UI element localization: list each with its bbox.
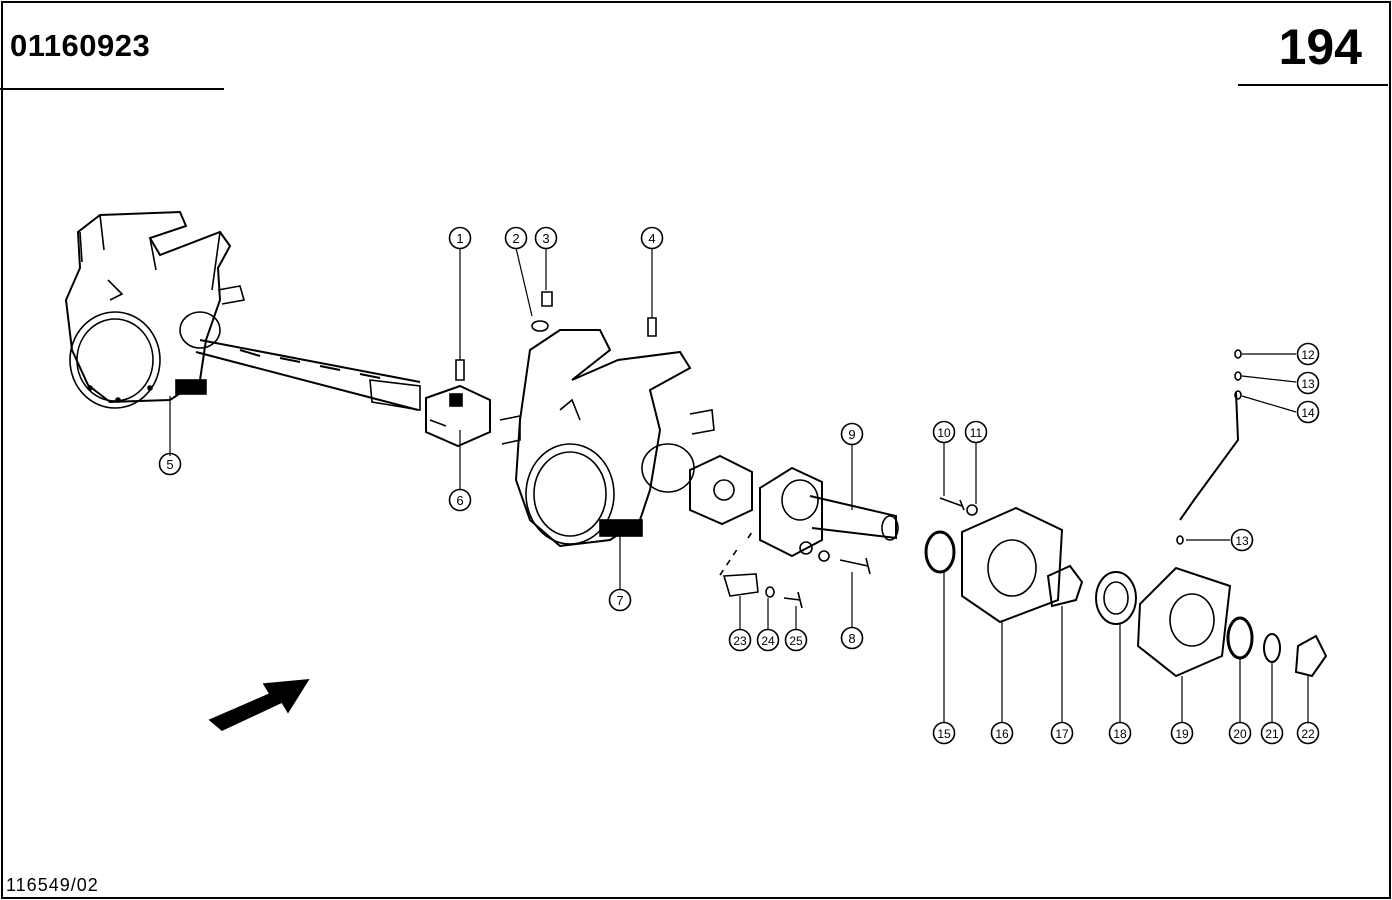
callout-9: 9: [840, 422, 864, 446]
svg-text:12: 12: [1301, 348, 1315, 362]
callout-23: 23: [728, 628, 752, 652]
part-number: 01160923: [10, 28, 151, 63]
callout-12: 12: [1296, 342, 1320, 366]
callout-19: 19: [1170, 721, 1194, 745]
svg-text:7: 7: [616, 593, 623, 608]
output-shaft-drawing: [689, 454, 899, 558]
callout-4: 4: [640, 226, 664, 250]
callout-21: 21: [1260, 721, 1284, 745]
svg-text:22: 22: [1301, 727, 1315, 741]
callout-22: 22: [1296, 721, 1320, 745]
svg-text:21: 21: [1265, 727, 1279, 741]
callout-25: 25: [784, 628, 808, 652]
svg-text:8: 8: [848, 631, 855, 646]
callout-7: 7: [608, 588, 632, 612]
callout-1: 1: [448, 226, 472, 250]
callout-5: 5: [158, 452, 182, 476]
svg-text:11: 11: [970, 426, 983, 440]
gearbox-left-drawing: [64, 210, 246, 409]
callout-markers: 1 2 3 4 5 6 7 8 9 10 11 12 13 14 13 15 1…: [158, 226, 1320, 745]
header-left-rule: [0, 88, 224, 90]
svg-text:13: 13: [1235, 534, 1249, 548]
callout-10: 10: [932, 420, 956, 444]
svg-text:5: 5: [166, 457, 173, 472]
svg-text:6: 6: [456, 493, 463, 508]
svg-text:25: 25: [789, 634, 803, 648]
svg-text:17: 17: [1055, 727, 1069, 741]
callout-2: 2: [504, 226, 528, 250]
callout-8: 8: [840, 626, 864, 650]
svg-text:18: 18: [1113, 727, 1127, 741]
callout-14: 14: [1296, 400, 1320, 424]
callout-16: 16: [990, 721, 1014, 745]
svg-text:2: 2: [512, 231, 519, 246]
seal-ring-15: [924, 530, 956, 574]
callout-11: 11: [964, 420, 988, 444]
svg-text:23: 23: [733, 634, 747, 648]
svg-text:16: 16: [995, 727, 1009, 741]
callout-15: 15: [932, 721, 956, 745]
direction-arrow: [208, 679, 310, 731]
svg-text:24: 24: [761, 634, 775, 648]
svg-text:19: 19: [1175, 727, 1189, 741]
coupling-drawing: [425, 384, 491, 448]
callout-17: 17: [1050, 721, 1074, 745]
svg-text:10: 10: [937, 426, 951, 440]
svg-text:3: 3: [542, 231, 549, 246]
svg-text:9: 9: [848, 427, 855, 442]
svg-text:20: 20: [1233, 727, 1247, 741]
header-right-rule: [1238, 84, 1388, 86]
page-number: 194: [1278, 19, 1362, 75]
svg-text:13: 13: [1301, 377, 1315, 391]
callout-18: 18: [1108, 721, 1132, 745]
callout-3: 3: [534, 226, 558, 250]
callout-6: 6: [448, 488, 472, 512]
drive-shaft-drawing: [195, 339, 421, 411]
callout-20: 20: [1228, 721, 1252, 745]
drawing-reference: 116549/02: [6, 875, 99, 895]
callout-24: 24: [756, 628, 780, 652]
callout-13-lower: 13: [1230, 528, 1254, 552]
callout-leaders: [169, 247, 1309, 722]
gearbox-center-drawing: [499, 329, 715, 548]
bearing-parts-drawing: [924, 349, 1328, 678]
callout-13-upper: 13: [1296, 371, 1320, 395]
svg-text:4: 4: [648, 231, 655, 246]
svg-text:1: 1: [456, 231, 463, 246]
hardware-drawing: [455, 291, 978, 609]
svg-text:15: 15: [937, 727, 951, 741]
svg-text:14: 14: [1301, 406, 1315, 420]
